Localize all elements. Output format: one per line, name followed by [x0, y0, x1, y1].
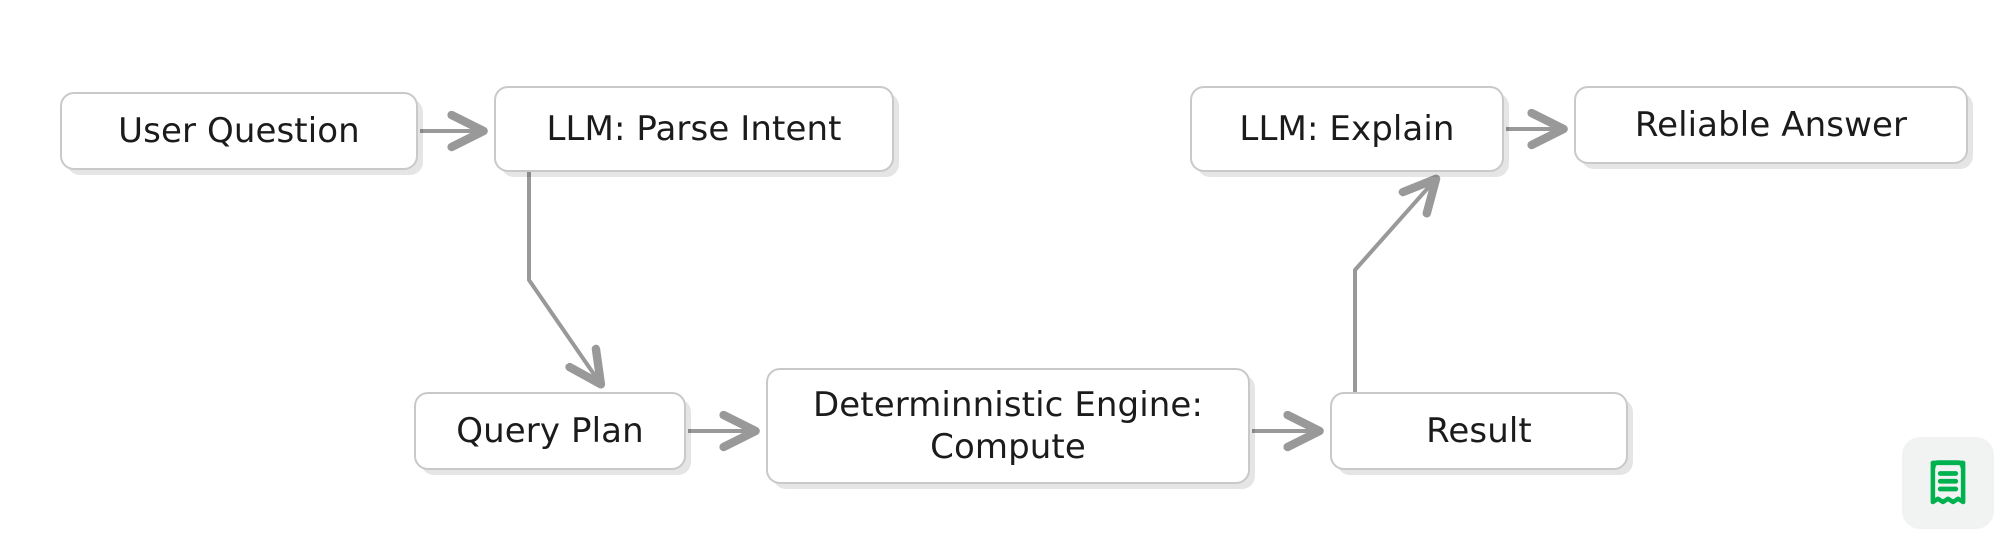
edge-result-to-llm-explain	[1353, 180, 1435, 394]
node-result[interactable]: Result	[1330, 392, 1628, 470]
receipt-icon	[1922, 456, 1974, 510]
node-user-question[interactable]: User Question	[60, 92, 418, 170]
node-deterministic-engine[interactable]: Determinnistic Engine: Compute	[766, 368, 1250, 484]
receipt-badge[interactable]	[1902, 437, 1994, 529]
node-llm-parse-intent[interactable]: LLM: Parse Intent	[494, 86, 894, 172]
node-query-plan[interactable]: Query Plan	[414, 392, 686, 470]
node-llm-explain[interactable]: LLM: Explain	[1190, 86, 1504, 172]
node-reliable-answer[interactable]: Reliable Answer	[1574, 86, 1968, 164]
edge-llm-parse-to-query-plan	[527, 170, 600, 383]
